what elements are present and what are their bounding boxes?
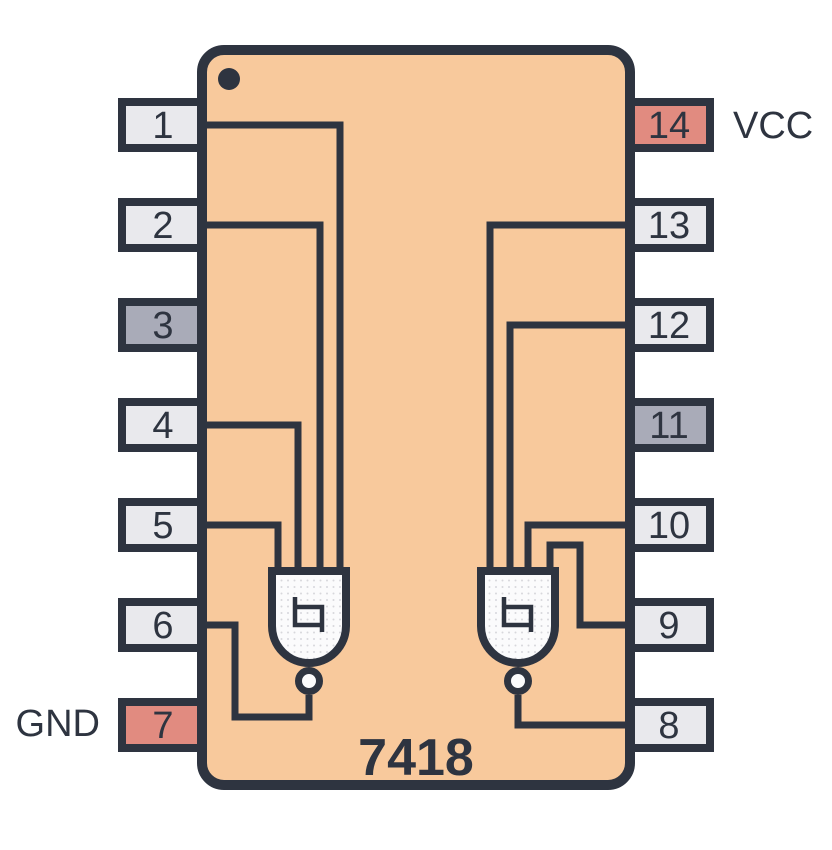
pin-numbers-left: 1 2 3 4 5 6 7 <box>152 105 173 747</box>
gate-a-wires <box>202 121 344 721</box>
pin-1-number: 1 <box>152 105 173 147</box>
pin-3-number: 3 <box>152 305 173 347</box>
pin-7-number: 7 <box>152 705 173 747</box>
pin-numbers-right: 14 13 12 11 10 9 8 <box>648 105 690 747</box>
pin-2-box <box>118 198 208 252</box>
pin-4-number: 4 <box>152 405 173 447</box>
part-number-label: 7418 <box>358 729 474 787</box>
inversion-bubble-icon <box>504 667 532 695</box>
pin-1-indicator-dot <box>218 68 240 90</box>
pin-13-number: 13 <box>648 205 690 247</box>
gate-b-wires <box>486 221 630 729</box>
gnd-label: GND <box>16 703 100 745</box>
nand-gate-b-body <box>477 567 559 667</box>
pin-14-number: 14 <box>648 105 690 147</box>
schmitt-trigger-icon <box>292 597 325 632</box>
wire-pin9-to-gate-b <box>546 541 630 629</box>
nand-gate-a <box>268 567 350 695</box>
pin-9-number: 9 <box>658 605 679 647</box>
ic-package-body <box>197 45 635 790</box>
wire-pin5-to-gate-a <box>202 521 282 571</box>
wire-pin10-to-gate-b <box>524 521 630 571</box>
pin-2-number: 2 <box>152 205 173 247</box>
wire-pin2-to-gate-a <box>202 221 324 571</box>
inversion-bubble-icon <box>295 667 323 695</box>
wire-pin1-to-gate-a <box>202 121 344 571</box>
vcc-label: VCC <box>733 105 813 147</box>
wire-pin4-to-gate-a <box>202 421 302 571</box>
nand-gate-a-body <box>268 567 350 667</box>
pin-5-number: 5 <box>152 505 173 547</box>
pin-8-number: 8 <box>658 705 679 747</box>
wire-gate-a-output-to-pin6 <box>202 621 313 721</box>
pin-12-number: 12 <box>648 305 690 347</box>
pin-row-left <box>118 98 208 752</box>
nand-gate-b <box>477 567 559 695</box>
wire-pin13-to-gate-b <box>486 221 630 571</box>
wire-pin12-to-gate-b <box>506 321 630 571</box>
pin-10-box <box>624 498 714 552</box>
pin-5-box <box>118 498 208 552</box>
wire-gate-b-output-to-pin8 <box>514 695 630 729</box>
pin-3-box <box>118 298 208 352</box>
schmitt-trigger-icon <box>501 597 534 632</box>
pin-6-number: 6 <box>152 605 173 647</box>
pin-11-number: 11 <box>649 405 688 447</box>
pin-1-box <box>118 98 208 152</box>
pin-9-box <box>624 598 714 652</box>
pin-10-number: 10 <box>648 505 690 547</box>
